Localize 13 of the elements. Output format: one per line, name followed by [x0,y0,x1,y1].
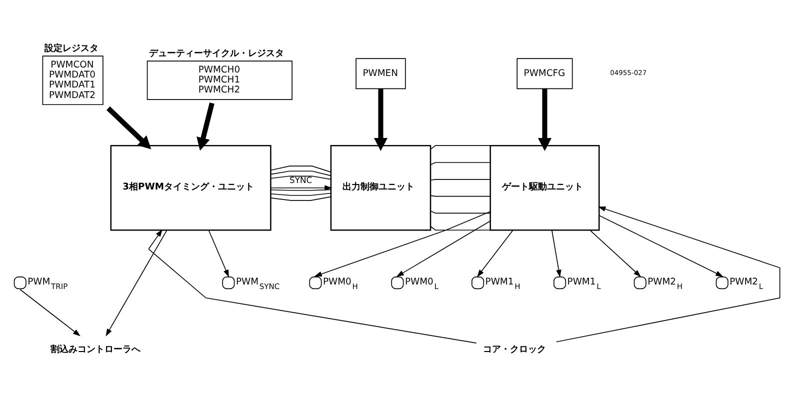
node-label: 設定レジスタ [44,42,98,54]
node-label: PWM$_{TRIP}$ [28,276,68,291]
node-label: PWM0$_{L}$ [404,276,438,291]
node-label: PWM1$_{L}$ [567,276,601,291]
node-label: PWM2$_{H}$ [648,276,683,291]
node-text: 割込みコントローラへ [50,344,141,356]
edge-label: SYNC [290,174,312,185]
node-label: PWM0$_{H}$ [323,276,358,291]
node-text: コア・クロック [483,344,546,356]
node-label: デューティーサイクル・レジスタ [148,48,284,59]
node-label: PWM2$_{L}$ [730,276,764,291]
node-label: PWM1$_{H}$ [485,276,520,291]
node-label: PWM$_{SYNC}$ [236,276,280,291]
